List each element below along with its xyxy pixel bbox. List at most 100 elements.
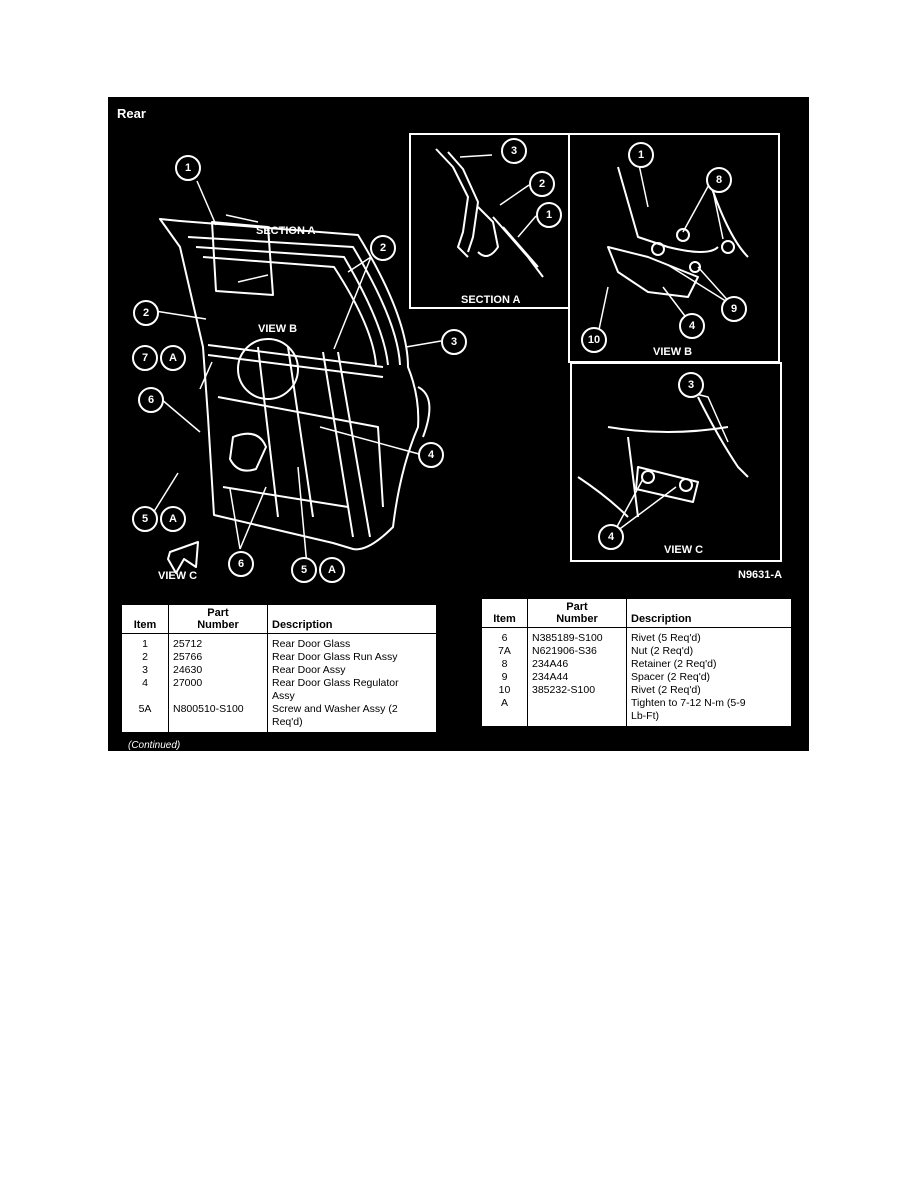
item-cell: 3 (121, 664, 169, 677)
callout: 9 (721, 296, 747, 322)
view-b-label: VIEW B (258, 323, 298, 335)
section-a-panel-label: SECTION A (461, 294, 521, 306)
description-line: Lb-Ft) (631, 710, 660, 722)
description-line: Rear Door Glass Run Assy (272, 651, 398, 663)
section-a-label: SECTION A (256, 225, 316, 237)
description-line: Rear Door Glass Regulator (272, 677, 399, 689)
callout: 1 (175, 155, 201, 181)
callout: 6 (138, 387, 164, 413)
part-number-cell: 27000 (168, 677, 268, 703)
description-line: Rivet (5 Req'd) (631, 632, 701, 644)
diagram-line-art (149, 148, 749, 574)
description-line: Screw and Washer Assy (2 (272, 703, 398, 715)
description-line: Rivet (2 Req'd) (631, 684, 701, 696)
callout: 8 (706, 167, 732, 193)
callout: 1 (536, 202, 562, 228)
item-cell: 8 (481, 658, 528, 671)
callout: 7 (132, 345, 158, 371)
item-cell: 10 (481, 684, 528, 697)
item-cell: 9 (481, 671, 528, 684)
callout: 4 (418, 442, 444, 468)
callout: 4 (598, 524, 624, 550)
item-cell: 2 (121, 651, 169, 664)
callout: 3 (678, 372, 704, 398)
col-description: Description (626, 598, 792, 628)
door-diagram-figure: Rear SECTION A VIEW B VIEW C SECTION A V… (108, 97, 809, 751)
callout: 4 (679, 313, 705, 339)
item-cell: A (481, 697, 528, 727)
item-cell: 6 (481, 627, 528, 645)
description-cell: Rivet (5 Req'd) (627, 628, 792, 646)
callout: 5 (132, 506, 158, 532)
view-c-panel-label: VIEW C (664, 544, 704, 556)
description-line: Spacer (2 Req'd) (631, 671, 711, 683)
description-line: Tighten to 7-12 N-m (5-9 (631, 697, 746, 709)
col-description: Description (267, 604, 437, 634)
description-cell: Rear Door Glass (268, 634, 437, 652)
callout: A (160, 345, 186, 371)
callout: 5 (291, 557, 317, 583)
figure-title: Rear (117, 106, 146, 121)
callout: 10 (581, 327, 607, 353)
part-number-cell: 234A44 (527, 671, 627, 684)
description-cell: Rivet (2 Req'd) (627, 684, 792, 697)
description-line: Rear Door Assy (272, 664, 346, 676)
item-cell: 5A (121, 703, 169, 733)
part-number-cell: N621906-S36 (527, 645, 627, 658)
description-cell: Nut (2 Req'd) (627, 645, 792, 658)
part-number-cell: N800510-S100 (168, 703, 268, 733)
continued-note: (Continued) (128, 740, 181, 751)
callout: 2 (370, 235, 396, 261)
part-number-cell: 234A46 (527, 658, 627, 671)
description-line: Req'd) (272, 716, 303, 728)
item-cell: 1 (121, 633, 169, 651)
callout: A (319, 557, 345, 583)
description-line: Retainer (2 Req'd) (631, 658, 717, 670)
item-cell: 7A (481, 645, 528, 658)
callout: 1 (628, 142, 654, 168)
part-number-cell: N385189-S100 (527, 627, 627, 645)
part-number-cell: 25766 (168, 651, 268, 664)
description-cell: Rear Door Assy (268, 664, 437, 677)
col-item: Item (481, 598, 528, 628)
item-cell: 4 (121, 677, 169, 703)
callout: 6 (228, 551, 254, 577)
callout: A (160, 506, 186, 532)
figure-code: N9631-A (738, 569, 783, 581)
callout: 3 (501, 138, 527, 164)
description-line: Assy (272, 690, 295, 702)
view-b-panel-label: VIEW B (653, 346, 693, 358)
part-number-cell: 25712 (168, 633, 268, 651)
view-c-panel (570, 362, 782, 562)
description-cell: Spacer (2 Req'd) (627, 671, 792, 684)
callout: 3 (441, 329, 467, 355)
description-line: Nut (2 Req'd) (631, 645, 694, 657)
description-line: Rear Door Glass (272, 638, 351, 650)
part-number-cell (527, 697, 627, 727)
callout: 2 (133, 300, 159, 326)
description-cell: Rear Door Glass Run Assy (268, 651, 437, 664)
part-number-cell: 24630 (168, 664, 268, 677)
view-c-label: VIEW C (158, 570, 198, 582)
col-item: Item (121, 604, 169, 634)
part-number-cell: 385232-S100 (527, 684, 627, 697)
callout: 2 (529, 171, 555, 197)
